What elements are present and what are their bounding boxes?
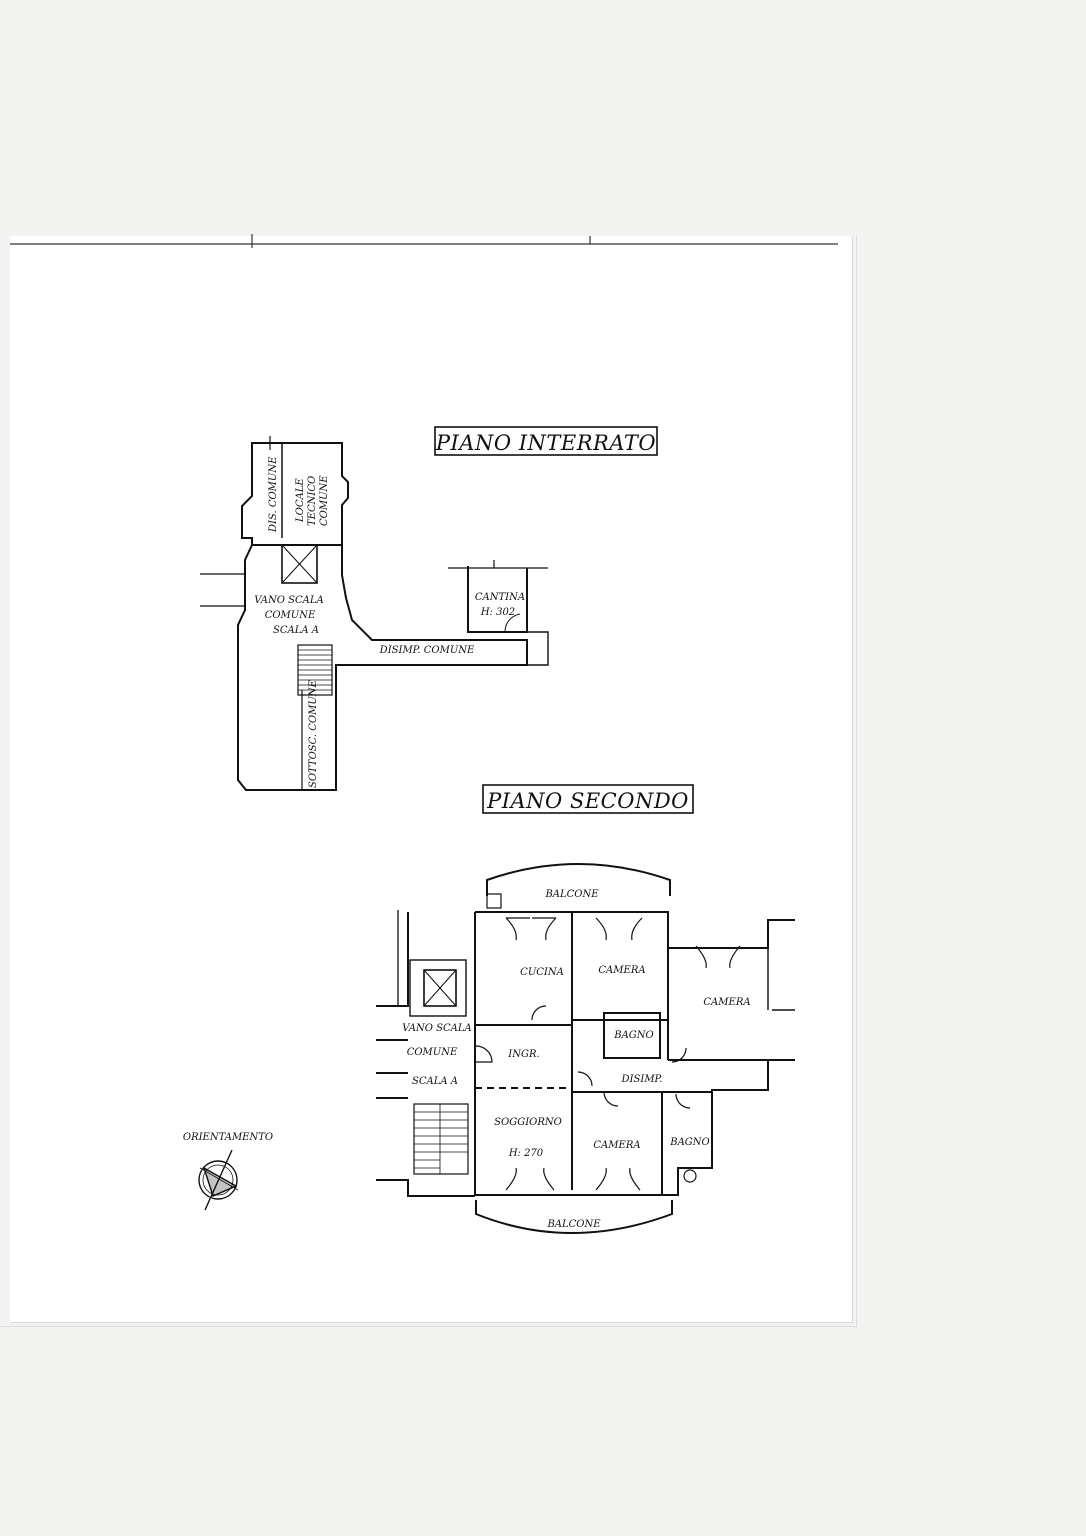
- second-floor-title: PIANO SECONDO: [486, 789, 689, 813]
- room-locale-1: LOCALE: [295, 478, 306, 523]
- room-cucina: CUCINA: [520, 967, 564, 978]
- room-sottosc-comune: SOTTOSC. COMUNE: [308, 679, 319, 788]
- room-bagno-2: BAGNO: [669, 1137, 710, 1148]
- basement-title: PIANO INTERRATO: [435, 431, 656, 455]
- room-vano-scala-sec-2: COMUNE: [407, 1047, 458, 1058]
- orientation-label: ORIENTAMENTO: [183, 1132, 273, 1143]
- room-vano-scala-1: VANO SCALA: [254, 595, 323, 606]
- second-floor-title-box: PIANO SECONDO: [482, 784, 694, 814]
- room-cantina: CANTINA: [475, 592, 525, 603]
- room-cantina-height: H: 302: [480, 607, 515, 618]
- room-camera-1: CAMERA: [598, 965, 645, 976]
- room-locale-3: COMUNE: [319, 475, 330, 526]
- room-soggiorno-height: H: 270: [508, 1148, 544, 1159]
- basement-plan: [200, 436, 549, 791]
- room-balcone-bottom: BALCONE: [546, 1219, 601, 1230]
- room-soggiorno: SOGGIORNO: [494, 1117, 562, 1128]
- header-strip: [10, 234, 838, 248]
- room-vano-scala-2: COMUNE: [265, 610, 316, 621]
- basement-title-box: PIANO INTERRATO: [434, 426, 658, 456]
- room-disimp-comune: DISIMP. COMUNE: [379, 645, 475, 656]
- second-floor-plan: [376, 863, 795, 1234]
- room-locale-2: TECNICO: [307, 476, 318, 526]
- room-camera-2: CAMERA: [703, 997, 750, 1008]
- room-vano-scala-sec-1: VANO SCALA: [402, 1023, 471, 1034]
- room-dis-comune: DIS. COMUNE: [268, 456, 279, 533]
- sheet-edge: [0, 236, 857, 1327]
- room-balcone-top: BALCONE: [544, 889, 599, 900]
- room-vano-scala-sec-3: SCALA A: [412, 1076, 458, 1087]
- room-vano-scala-3: SCALA A: [273, 625, 319, 636]
- room-bagno-1: BAGNO: [613, 1030, 654, 1041]
- room-camera-3: CAMERA: [593, 1140, 640, 1151]
- room-ingr: INGR.: [507, 1049, 539, 1060]
- room-disimp: DISIMP.: [621, 1074, 663, 1085]
- compass-icon: [198, 1149, 239, 1211]
